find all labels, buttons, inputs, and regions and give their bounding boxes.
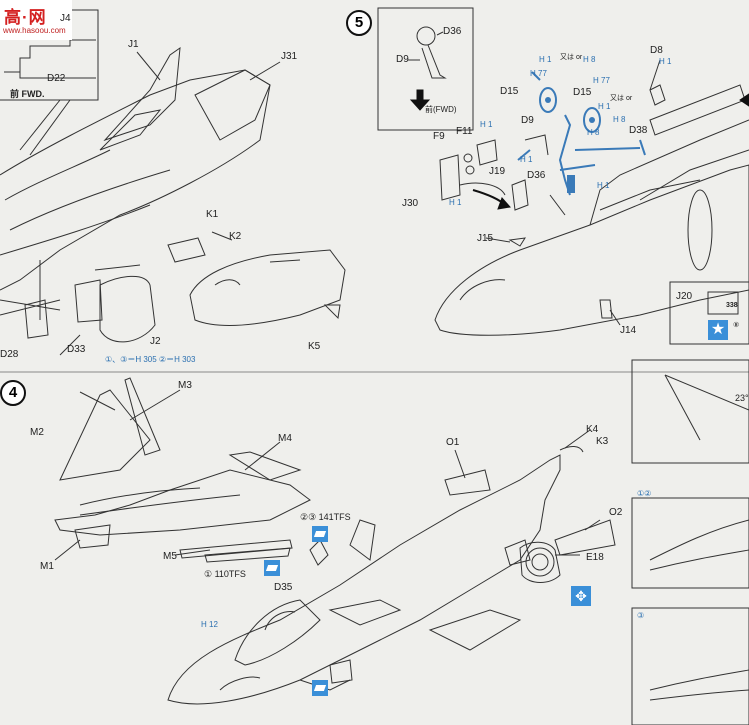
part-d28: D28 [0, 349, 19, 360]
label-h1f: H 1 [597, 181, 610, 190]
inset-part-d36: D36 [443, 26, 462, 37]
part-k2: K2 [229, 231, 242, 242]
logo-main-text: 高·网 [4, 8, 47, 27]
decal-110tfs-icon [264, 560, 280, 576]
part-d35: D35 [274, 582, 293, 593]
part-d22: D22 [47, 73, 66, 84]
label-h8a: H 8 [583, 55, 596, 64]
option-note: ①、③＝H 305 ②＝H 303 [105, 355, 196, 364]
part-j19: J19 [489, 166, 506, 177]
label-h8b: H 8 [613, 115, 626, 124]
step-4-marker: 4 [0, 380, 26, 406]
label-h12: H 12 [201, 620, 218, 629]
part-j30: J30 [402, 198, 419, 209]
inset-fwd-label: 前(FWD) [425, 105, 457, 114]
label-h1g: H 1 [449, 198, 462, 207]
tfs110-label: ① 110TFS [204, 569, 246, 579]
part-j31: J31 [281, 51, 298, 62]
part-j14: J14 [620, 325, 637, 336]
decal-ref: ⑧ [733, 322, 740, 329]
label-h77b: H 77 [593, 76, 610, 85]
part-j1: J1 [128, 39, 139, 50]
label-or2: 又は or [610, 95, 633, 102]
part-m2: M2 [30, 427, 44, 438]
part-m1: M1 [40, 561, 54, 572]
part-d8: D8 [650, 45, 663, 56]
decal-nose-icon [312, 680, 328, 696]
decal-number: 338 [726, 302, 738, 309]
star-decal-icon: ★ [708, 320, 728, 340]
part-o1: O1 [446, 437, 460, 448]
decal-141tfs-icon [312, 526, 328, 542]
direction-arrows-icon: ✥ [571, 586, 591, 606]
label-h1e: H 1 [520, 155, 533, 164]
option-12-label: ①② [637, 489, 652, 498]
angle-label: 23° [735, 393, 749, 403]
part-j2: J2 [150, 336, 161, 347]
part-o2: O2 [609, 507, 623, 518]
label-h8c: H 8 [587, 128, 600, 137]
label-h1a: H 1 [539, 55, 552, 64]
label-h1c: H 1 [659, 57, 672, 66]
part-k3: K3 [596, 436, 609, 447]
logo-url-text: www.hasoou.com [3, 26, 66, 35]
part-d15b: D15 [573, 87, 592, 98]
part-j20: J20 [676, 291, 693, 302]
part-f9: F9 [433, 131, 445, 142]
ref-part-label: J4 [60, 13, 71, 24]
label-h1d: H 1 [480, 120, 493, 129]
site-logo: 高·网 www.hasoou.com [0, 0, 72, 40]
label-or1: 又は or [560, 54, 583, 61]
part-k5: K5 [308, 341, 321, 352]
inset-part-d9: D9 [396, 54, 409, 65]
part-m5: M5 [163, 551, 177, 562]
fwd-label: 前 FWD. [10, 89, 45, 99]
part-d36: D36 [527, 170, 546, 181]
part-m3: M3 [178, 380, 192, 391]
part-f11: F11 [456, 126, 473, 137]
part-k4: K4 [586, 424, 599, 435]
part-j15: J15 [477, 233, 494, 244]
part-d33: D33 [67, 344, 86, 355]
part-d9: D9 [521, 115, 534, 126]
option-3-label: ③ [637, 611, 645, 620]
tfs141-label: ②③ 141TFS [300, 512, 351, 522]
part-d38: D38 [629, 125, 648, 136]
part-e18: E18 [586, 552, 604, 563]
part-d15a: D15 [500, 86, 519, 97]
part-m4: M4 [278, 433, 292, 444]
part-k1: K1 [206, 209, 219, 220]
label-h77a: H 77 [530, 69, 547, 78]
label-h1b: H 1 [598, 102, 611, 111]
step-5-marker: 5 [346, 10, 372, 36]
